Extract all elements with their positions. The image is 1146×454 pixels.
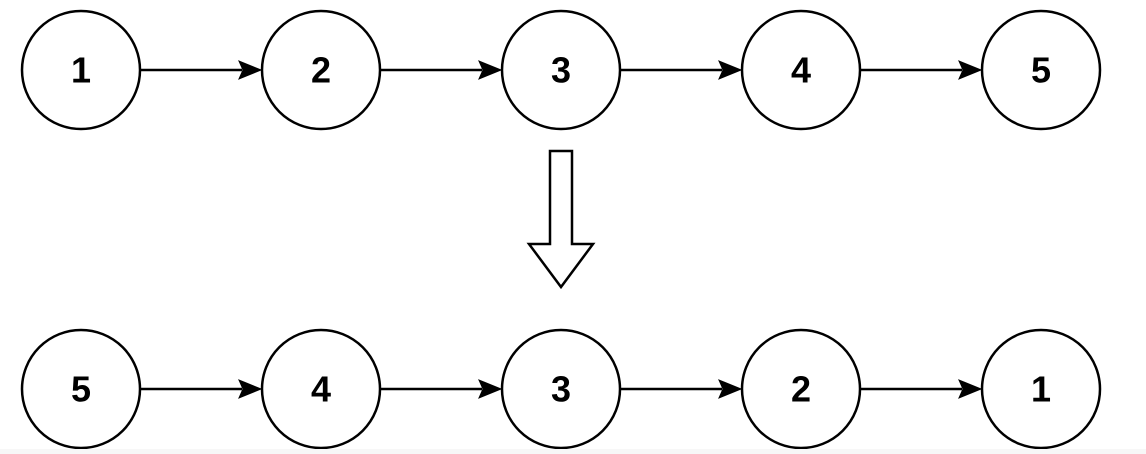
original-linked-list: 1 2 3 4 5	[20, 9, 1102, 131]
top-node-label-3: 3	[551, 50, 571, 91]
bottom-node-label-3: 3	[551, 369, 571, 410]
top-node-2: 2	[260, 9, 382, 131]
bottom-edge-1-2	[141, 379, 263, 399]
top-node-circle-4	[740, 9, 862, 131]
top-edge-arrowhead-2	[478, 60, 503, 80]
top-edge-1-2	[141, 60, 263, 80]
top-node-label-4: 4	[791, 50, 811, 91]
top-edge-2-3	[381, 60, 503, 80]
top-node-5: 5	[980, 9, 1102, 131]
top-node-circle-2	[260, 9, 382, 131]
top-node-circle-5	[980, 9, 1102, 131]
top-node-label-5: 5	[1031, 50, 1051, 91]
bottom-edge-arrowhead-4	[958, 379, 983, 399]
bottom-node-5: 1	[980, 328, 1102, 450]
top-node-label-1: 1	[71, 50, 91, 91]
bottom-node-circle-1	[20, 328, 142, 450]
bottom-node-circle-2	[260, 328, 382, 450]
bottom-edge-4-5	[861, 379, 983, 399]
reverse-transform-arrow	[526, 149, 596, 290]
bottom-node-2: 4	[260, 328, 382, 450]
bottom-node-circle-3	[500, 328, 622, 450]
reversed-linked-list: 5 4 3 2 1	[20, 328, 1102, 450]
bottom-node-circle-5	[980, 328, 1102, 450]
top-edge-arrowhead-4	[958, 60, 983, 80]
bottom-node-label-4: 2	[791, 369, 811, 410]
top-node-1: 1	[20, 9, 142, 131]
bottom-node-label-2: 4	[311, 369, 331, 410]
bottom-edge-arrowhead-2	[478, 379, 503, 399]
bottom-node-3: 3	[500, 328, 622, 450]
bottom-edge-2-3	[381, 379, 503, 399]
top-node-4: 4	[740, 9, 862, 131]
top-edge-4-5	[861, 60, 983, 80]
bottom-node-label-1: 5	[71, 369, 91, 410]
top-node-label-2: 2	[311, 50, 331, 91]
top-edge-arrowhead-3	[718, 60, 743, 80]
top-edge-arrowhead-1	[238, 60, 263, 80]
bottom-edge-3-4	[621, 379, 743, 399]
top-node-circle-3	[500, 9, 622, 131]
bottom-node-1: 5	[20, 328, 142, 450]
top-node-3: 3	[500, 9, 622, 131]
bottom-edge-strip	[0, 449, 1146, 454]
bottom-node-4: 2	[740, 328, 862, 450]
top-node-circle-1	[20, 9, 142, 131]
bottom-edge-arrowhead-1	[238, 379, 263, 399]
bottom-edge-arrowhead-3	[718, 379, 743, 399]
top-edge-3-4	[621, 60, 743, 80]
bottom-node-circle-4	[740, 328, 862, 450]
bottom-node-label-5: 1	[1031, 369, 1051, 410]
